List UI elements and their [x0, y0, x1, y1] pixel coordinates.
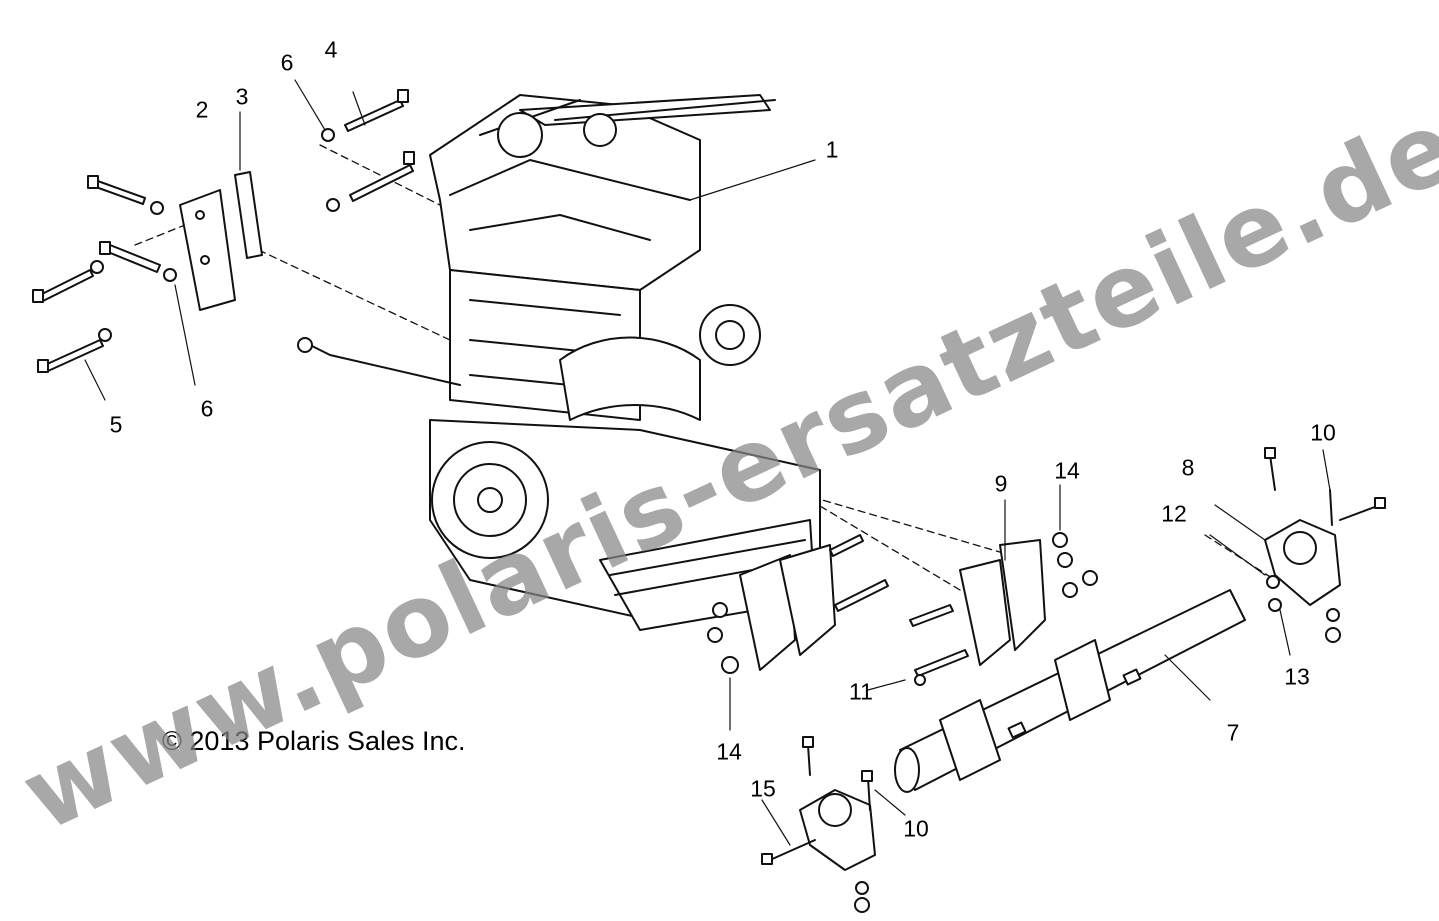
callout-5: 5: [109, 411, 123, 438]
left-bolts: [32, 175, 177, 373]
engine-assembly: [297, 94, 821, 631]
callout-10-bottom: 10: [903, 815, 929, 842]
right-mount-bracket: [1264, 447, 1386, 643]
callout-8: 8: [1181, 454, 1195, 481]
callout-13: 13: [1284, 663, 1310, 690]
callout-6-top: 6: [280, 49, 294, 76]
callout-7: 7: [1226, 719, 1240, 746]
callout-2: 2: [195, 96, 209, 123]
callout-3: 3: [235, 83, 249, 110]
mount-tube: [894, 589, 1246, 793]
left-mount-bracket: [179, 171, 263, 311]
callout-11: 11: [849, 678, 873, 705]
copyright-text: © 2013 Polaris Sales Inc.: [162, 726, 466, 756]
callout-10-right: 10: [1310, 419, 1336, 446]
mount-plates: [739, 539, 1046, 671]
callout-6-bottom: 6: [200, 395, 214, 422]
top-bolts: [321, 89, 415, 212]
plate-hardware: [707, 532, 1098, 686]
callout-12: 12: [1161, 500, 1187, 527]
lower-mount-bracket: [761, 736, 876, 913]
callout-1: 1: [825, 136, 839, 163]
callout-4: 4: [324, 36, 338, 63]
callout-14-top: 14: [1054, 457, 1080, 484]
callout-14-bottom: 14: [716, 738, 742, 765]
callout-15: 15: [750, 775, 776, 802]
leader-lines: [84, 79, 1331, 846]
callout-9: 9: [994, 470, 1008, 497]
